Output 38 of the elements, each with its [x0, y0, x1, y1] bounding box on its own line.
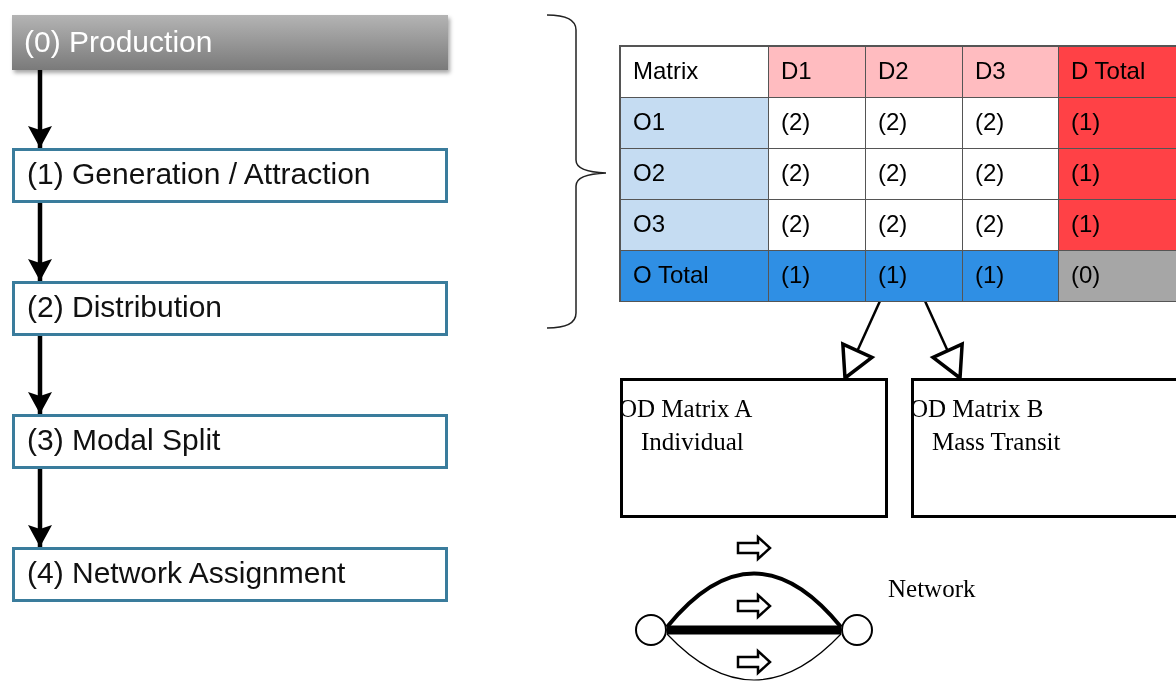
block-arrow: [923, 300, 964, 380]
od-matrix-table: [620, 46, 1176, 301]
matrix-box: [620, 378, 888, 518]
total-cell: (1): [962, 250, 1059, 302]
total-cell: (0): [1058, 250, 1176, 302]
arrow: [28, 203, 52, 281]
arrow: [28, 336, 52, 414]
total-cell: (1): [768, 250, 866, 302]
header-cell: O2: [620, 148, 769, 200]
process-box: (3) Modal Split: [12, 414, 448, 469]
header-cell: D3: [962, 46, 1059, 98]
box-text: Individual: [641, 429, 744, 454]
box-text: Mass Transit: [932, 429, 1061, 454]
start-box: (0) Production: [12, 15, 448, 70]
header-cell: Matrix: [620, 46, 769, 98]
header-cell: O3: [620, 199, 769, 251]
header-cell: D1: [768, 46, 866, 98]
header-cell: O Total: [620, 250, 769, 302]
total-cell: (1): [1058, 199, 1176, 251]
node-circle: [841, 614, 873, 646]
matrix-box: [911, 378, 1176, 518]
process-box: (1) Generation / Attraction: [12, 148, 448, 203]
total-cell: (1): [865, 250, 963, 302]
node-circle: [635, 614, 667, 646]
network-link: [667, 625, 841, 635]
arrow: [28, 70, 52, 148]
block-arrow: [841, 300, 882, 380]
network-link: [665, 571, 843, 629]
header-cell: O1: [620, 97, 769, 149]
total-cell: (1): [1058, 97, 1176, 149]
process-box: (2) Distribution: [12, 281, 448, 336]
network-link: [666, 633, 842, 681]
process-box: (4) Network Assignment: [12, 547, 448, 602]
header-cell: D2: [865, 46, 963, 98]
total-cell: (1): [1058, 148, 1176, 200]
diagram-label: Network: [888, 576, 976, 601]
header-cell: D Total: [1058, 46, 1176, 98]
arrow: [28, 469, 52, 547]
